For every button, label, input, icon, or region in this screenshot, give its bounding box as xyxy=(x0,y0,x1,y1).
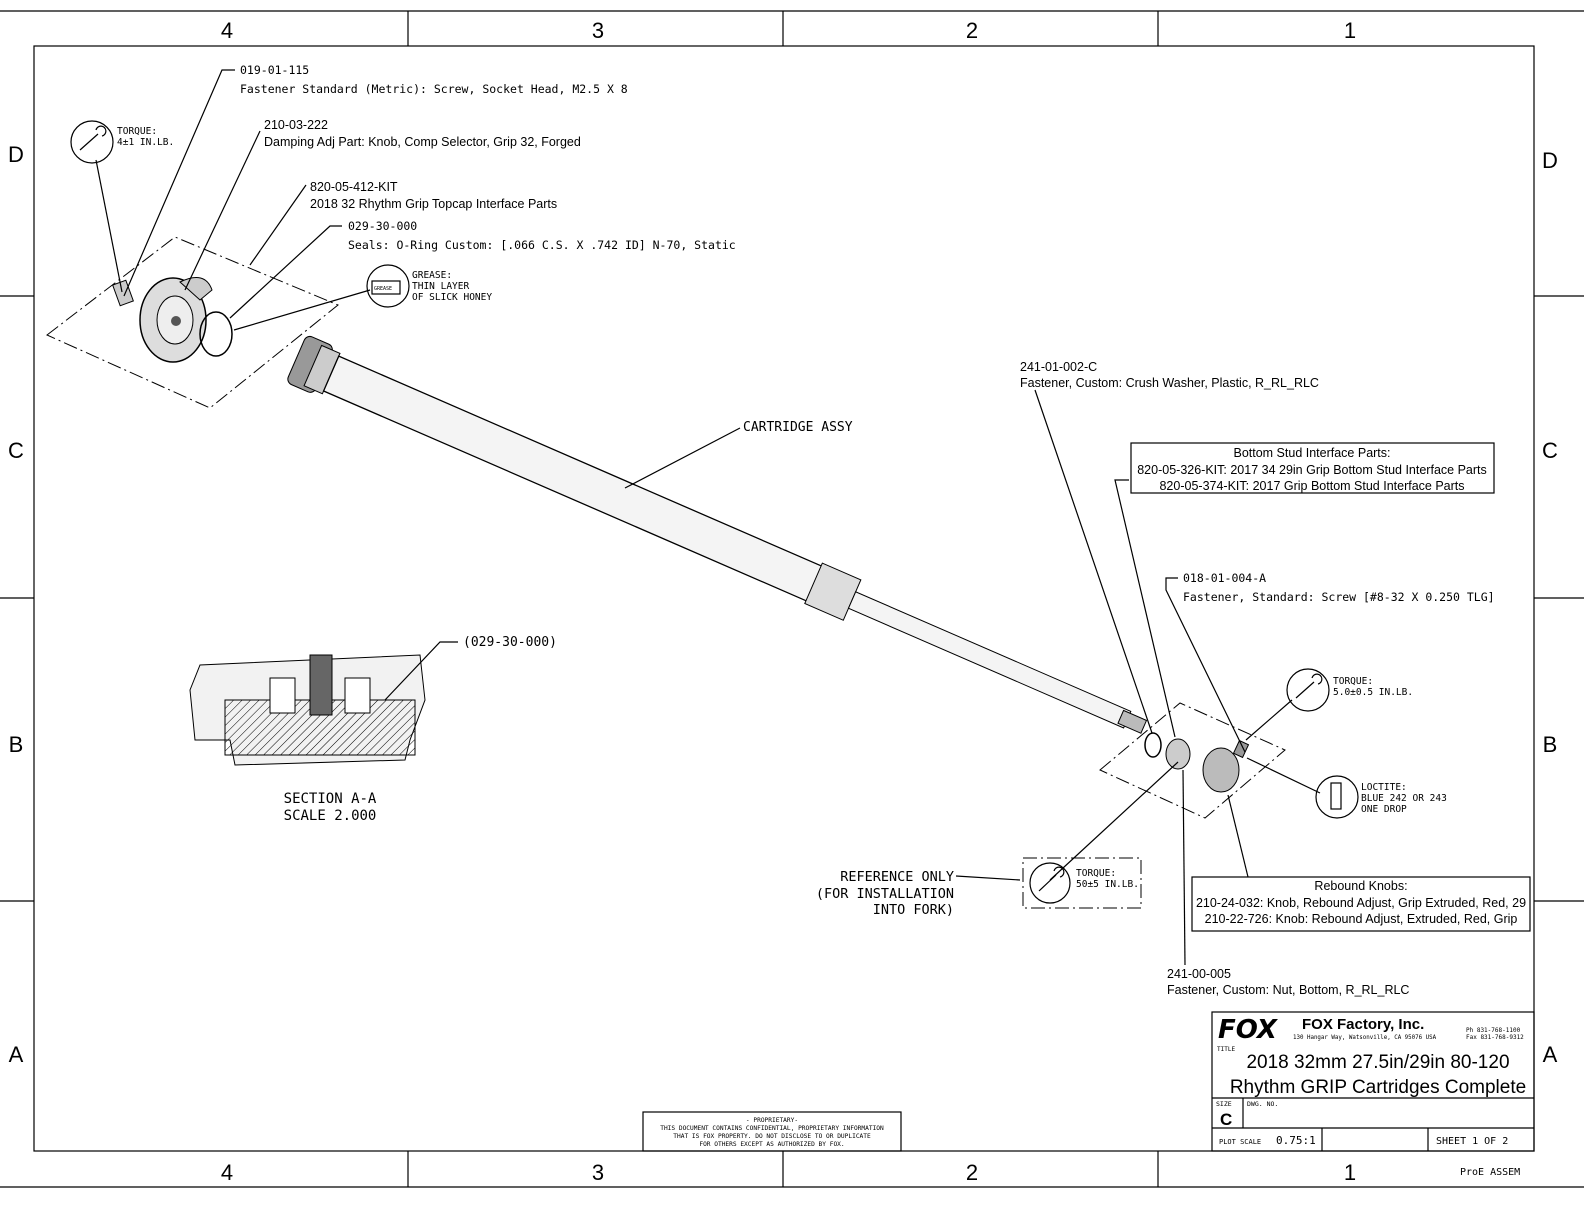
loctite-note: LOCTITE: BLUE 242 OR 243 ONE DROP xyxy=(1315,775,1447,819)
zone-row-a: A xyxy=(9,1042,24,1067)
wrench-icon xyxy=(1029,862,1071,904)
company-name: FOX Factory, Inc. xyxy=(1302,1016,1424,1033)
svg-text:OF SLICK HONEY: OF SLICK HONEY xyxy=(412,292,492,303)
zone-labels: 4 3 2 1 4 3 2 1 D C B A D C B A xyxy=(8,18,1558,1185)
zone-row-b: B xyxy=(9,732,24,757)
company-fax: Fax 831-768-9312 xyxy=(1466,1034,1524,1041)
callout-oring-desc: Seals: O-Ring Custom: [.066 C.S. X .742 … xyxy=(348,238,736,252)
section-view xyxy=(189,654,426,766)
svg-text:THIS DOCUMENT CONTAINS CONFIDE: THIS DOCUMENT CONTAINS CONFIDENTIAL, PRO… xyxy=(660,1125,884,1132)
torque-note-1: TORQUE: 4±1 IN.LB. xyxy=(70,120,174,164)
callout-bottom-screw-desc: Fastener, Standard: Screw [#8-32 X 0.250… xyxy=(1183,590,1495,604)
svg-text:5.0±0.5 IN.LB.: 5.0±0.5 IN.LB. xyxy=(1333,687,1413,698)
svg-text:GREASE:: GREASE: xyxy=(412,270,452,281)
grease-icon xyxy=(371,280,401,295)
rebound-title: Rebound Knobs: xyxy=(1314,879,1407,893)
svg-text:LOCTITE:: LOCTITE: xyxy=(1361,782,1407,793)
callout-nut-part: 241-00-005 xyxy=(1167,967,1231,981)
svg-text:4±1 IN.LB.: 4±1 IN.LB. xyxy=(117,137,174,148)
svg-text:TORQUE:: TORQUE: xyxy=(117,126,157,137)
cartridge-assembly xyxy=(287,335,1148,734)
sheet-number: SHEET 1 OF 2 xyxy=(1436,1136,1508,1147)
leader-lines xyxy=(95,69,1321,966)
size-value: C xyxy=(1220,1110,1232,1129)
torque-note-3: TORQUE: 50±5 IN.LB. xyxy=(1022,857,1142,909)
callout-knob-part: 210-03-222 xyxy=(264,118,328,132)
plot-scale-value: 0.75:1 xyxy=(1276,1134,1316,1147)
wrench-icon xyxy=(1286,668,1330,712)
title-label: TITLE xyxy=(1217,1046,1235,1053)
zone-row-b-right: B xyxy=(1543,732,1558,757)
rebound-line-2: 210-22-726: Knob: Rebound Adjust, Extrud… xyxy=(1205,912,1518,926)
section-title: SECTION A-A xyxy=(284,791,377,807)
reference-line-3: INTO FORK) xyxy=(873,902,954,918)
svg-text:FOR OTHERS EXCEPT AS AUTHORIZE: FOR OTHERS EXCEPT AS AUTHORIZED BY FOX. xyxy=(699,1141,844,1148)
callout-screw-part: 019-01-115 xyxy=(240,63,309,77)
fox-logo: FOX xyxy=(1218,1015,1279,1045)
zone-col-4-bottom: 4 xyxy=(221,1160,233,1185)
svg-text:- PROPRIETARY-: - PROPRIETARY- xyxy=(746,1117,798,1124)
zone-row-d-right: D xyxy=(1542,148,1558,173)
reference-line-2: (FOR INSTALLATION xyxy=(816,886,954,902)
svg-text:GREASE: GREASE xyxy=(374,286,392,292)
svg-text:TORQUE:: TORQUE: xyxy=(1076,868,1116,879)
svg-text:50±5 IN.LB.: 50±5 IN.LB. xyxy=(1076,879,1139,890)
zone-row-d: D xyxy=(8,142,24,167)
company-phone: Ph 831-768-1100 xyxy=(1466,1027,1521,1034)
zone-col-2: 2 xyxy=(966,18,978,43)
callout-topcap-kit-part: 820-05-412-KIT xyxy=(310,180,398,194)
svg-text:ONE DROP: ONE DROP xyxy=(1361,804,1407,815)
callout-topcap-kit-desc: 2018 32 Rhythm Grip Topcap Interface Par… xyxy=(310,197,557,211)
svg-text:THAT IS FOX PROPERTY. DO NOT: THAT IS FOX PROPERTY. DO NOT DISCLOSE TO… xyxy=(673,1133,871,1140)
callout-crush-washer-desc: Fastener, Custom: Crush Washer, Plastic,… xyxy=(1020,376,1319,390)
svg-text:THIN LAYER: THIN LAYER xyxy=(412,281,469,292)
zone-row-c: C xyxy=(8,438,24,463)
zone-col-2-bottom: 2 xyxy=(966,1160,978,1185)
torque-note-2: TORQUE: 5.0±0.5 IN.LB. xyxy=(1286,668,1413,712)
dwg-no-label: DWG. NO. xyxy=(1247,1100,1278,1108)
loctite-tube-icon xyxy=(1330,782,1342,810)
callout-crush-washer-part: 241-01-002-C xyxy=(1020,360,1097,374)
model-type: ProE ASSEM xyxy=(1460,1167,1520,1178)
zone-col-3: 3 xyxy=(592,18,604,43)
bottom-stud-box: Bottom Stud Interface Parts: 820-05-326-… xyxy=(1130,442,1495,494)
reference-line-1: REFERENCE ONLY xyxy=(840,869,954,885)
bottom-parts xyxy=(1099,702,1286,819)
proprietary-notice: - PROPRIETARY- THIS DOCUMENT CONTAINS CO… xyxy=(642,1111,902,1152)
company-address: 130 Hangar Way, Watsonville, CA 95076 US… xyxy=(1293,1035,1437,1041)
rebound-line-1: 210-24-032: Knob, Rebound Adjust, Grip E… xyxy=(1196,896,1526,910)
zone-col-1-bottom: 1 xyxy=(1344,1160,1356,1185)
zone-row-c-right: C xyxy=(1542,438,1558,463)
size-label: SIZE xyxy=(1216,1100,1232,1108)
grease-note: GREASE GREASE: THIN LAYER OF SLICK HONEY xyxy=(366,264,492,308)
callout-section-ref: (029-30-000) xyxy=(463,635,557,650)
section-scale: SCALE 2.000 xyxy=(284,808,377,824)
plot-scale-label: PLOT SCALE xyxy=(1219,1138,1261,1146)
rebound-box: Rebound Knobs: 210-24-032: Knob, Rebound… xyxy=(1191,876,1531,932)
bottom-stud-title: Bottom Stud Interface Parts: xyxy=(1233,446,1390,460)
zone-col-3-bottom: 3 xyxy=(592,1160,604,1185)
svg-text:TORQUE:: TORQUE: xyxy=(1333,676,1373,687)
callout-screw-desc: Fastener Standard (Metric): Screw, Socke… xyxy=(240,82,628,96)
callout-knob-desc: Damping Adj Part: Knob, Comp Selector, G… xyxy=(264,135,581,149)
svg-text:BLUE 242 OR 243: BLUE 242 OR 243 xyxy=(1361,793,1447,804)
callout-bottom-screw-part: 018-01-004-A xyxy=(1183,571,1266,585)
zone-col-1: 1 xyxy=(1344,18,1356,43)
bottom-stud-line-1: 820-05-326-KIT: 2017 34 29in Grip Bottom… xyxy=(1137,463,1487,477)
callout-cartridge: CARTRIDGE ASSY xyxy=(743,420,853,435)
zone-col-4: 4 xyxy=(221,18,233,43)
zone-row-a-right: A xyxy=(1543,1042,1558,1067)
bottom-stud-line-2: 820-05-374-KIT: 2017 Grip Bottom Stud In… xyxy=(1159,479,1464,493)
drawing-title-2: Rhythm GRIP Cartridges Complete xyxy=(1230,1077,1526,1098)
callout-nut-desc: Fastener, Custom: Nut, Bottom, R_RL_RLC xyxy=(1167,983,1409,997)
title-block: FOX FOX Factory, Inc. 130 Hangar Way, Wa… xyxy=(1211,1011,1535,1178)
drawing-title-1: 2018 32mm 27.5in/29in 80-120 xyxy=(1246,1052,1509,1073)
wrench-icon xyxy=(70,120,114,164)
callout-oring-part: 029-30-000 xyxy=(348,219,417,233)
